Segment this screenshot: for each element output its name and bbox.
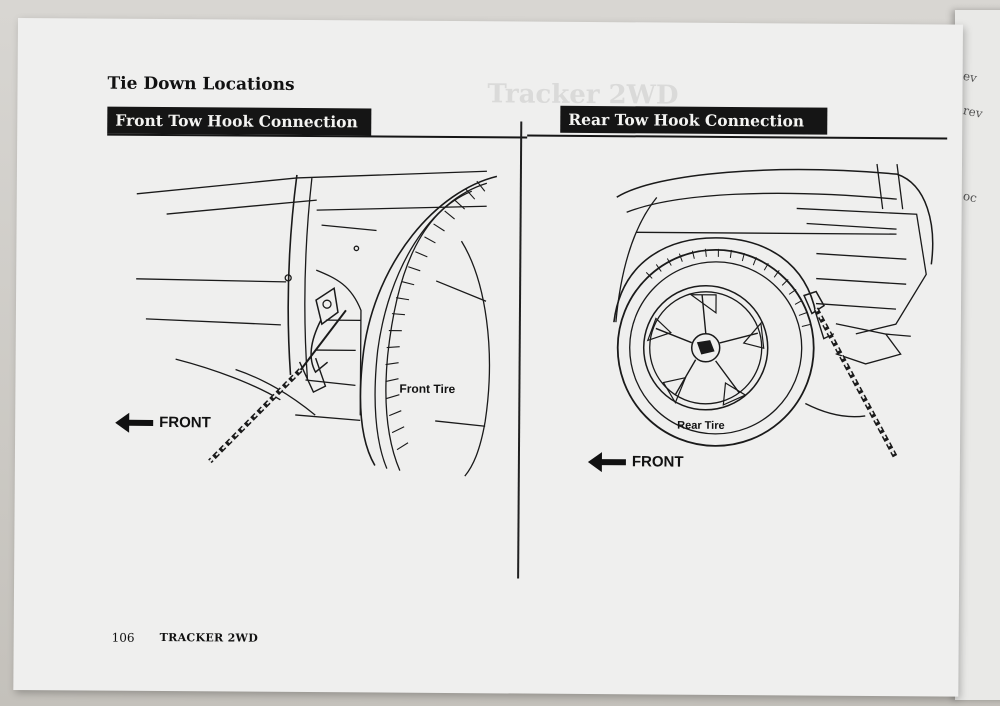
- manual-page: Tracker 2WD Tie Down Locations Front Tow…: [13, 18, 963, 697]
- front-direction-label: FRONT: [159, 413, 211, 432]
- front-direction-indicator-right: FRONT: [588, 453, 684, 471]
- adjacent-page: ev rev oc: [955, 10, 1000, 700]
- front-tire-label: Front Tire: [399, 381, 456, 397]
- arrow-left-icon: [588, 454, 626, 468]
- footer-book-title: TRACKER 2WD: [159, 631, 259, 645]
- front-tow-illustration: [136, 170, 498, 477]
- arrow-left-icon: [115, 415, 153, 429]
- rear-direction-label: FRONT: [631, 453, 684, 471]
- front-direction-indicator-left: FRONT: [115, 413, 211, 432]
- rear-tire-label: Rear Tire: [677, 419, 725, 432]
- rear-tow-illustration: [613, 163, 934, 458]
- page-number: 106: [111, 630, 135, 645]
